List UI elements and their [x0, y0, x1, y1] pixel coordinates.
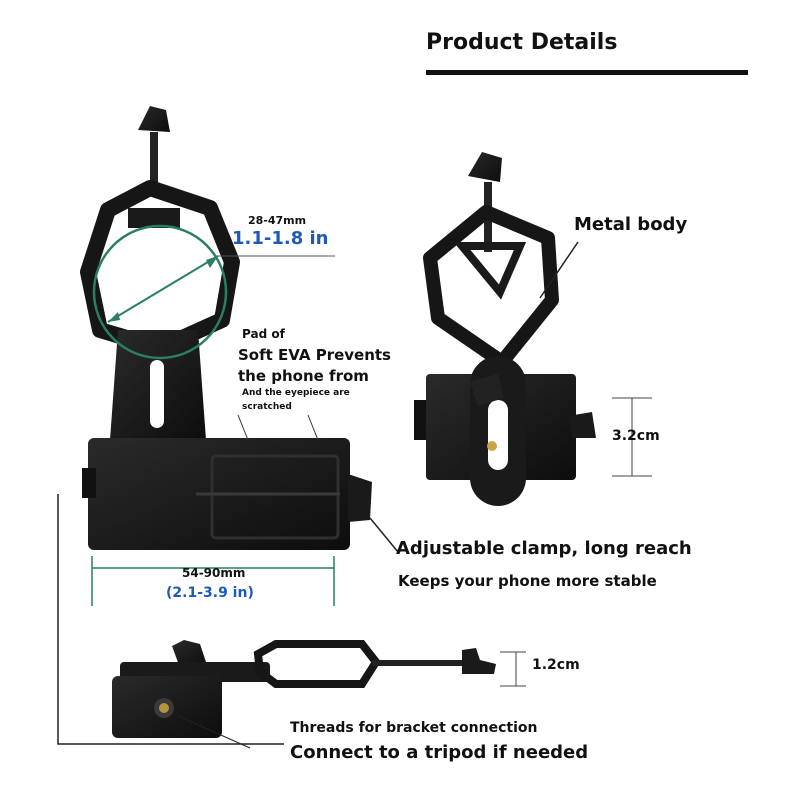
diameter-arrow [107, 255, 219, 323]
thickness-dimension [500, 651, 526, 687]
height-label: 3.2cm [612, 428, 660, 444]
metal-body-leader [539, 241, 579, 299]
diameter-in-label: 1.1-1.8 in [232, 228, 329, 249]
pad-label-2: Soft EVA Prevents [238, 346, 391, 364]
threads-leader [57, 494, 284, 745]
thickness-label: 1.2cm [532, 657, 580, 673]
title-underline [426, 70, 748, 75]
pad-label-3: the phone from [238, 367, 369, 385]
eyepiece-circle [92, 224, 228, 360]
pad-leader-2 [307, 414, 319, 441]
threads-sub-label: Connect to a tripod if needed [290, 742, 589, 763]
width-dimension [91, 556, 335, 606]
width-mm-label: 54-90mm [182, 566, 246, 580]
diameter-mm-label: 28-47mm [248, 214, 307, 227]
height-dimension [612, 397, 652, 477]
clamp-sub-label: Keeps your phone more stable [398, 572, 657, 590]
clamp-leader [369, 517, 399, 553]
threads-leader-2 [177, 715, 251, 749]
pad-leader-1 [237, 414, 249, 441]
width-in-label: (2.1-3.9 in) [166, 585, 254, 601]
pad-label-5: scratched [242, 402, 292, 412]
page-title: Product Details [426, 30, 618, 55]
metal-body-label: Metal body [574, 214, 688, 235]
threads-title-label: Threads for bracket connection [290, 720, 538, 736]
side-view-adapter [414, 152, 596, 506]
pad-label-4: And the eyepiece are [242, 388, 350, 398]
bottom-view-adapter [112, 640, 496, 738]
pad-label-1: Pad of [242, 327, 285, 341]
front-view-adapter [80, 106, 372, 550]
clamp-title-label: Adjustable clamp, long reach [396, 538, 692, 559]
